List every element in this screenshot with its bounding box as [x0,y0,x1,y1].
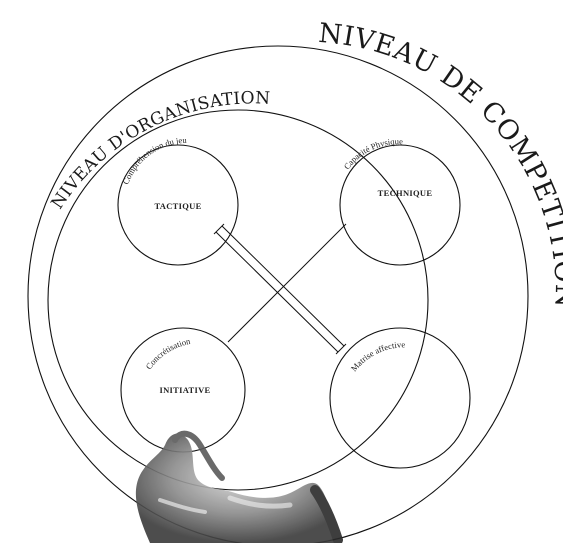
quadrant-tactique: Compréhension du jeu TACTIQUE [117,135,239,266]
tactique-circle [117,144,239,266]
technique-circle [339,144,461,266]
affective-circle [329,327,471,469]
competition-level-circle [27,45,529,543]
double-line-b [221,225,345,347]
technique-name: TECHNIQUE [378,188,433,198]
connector-tactique-affective [213,223,347,355]
connector-initiative-technique [227,223,347,343]
tactique-name: TACTIQUE [154,201,201,211]
affective-arc-label: Matrise affective [349,339,406,373]
double-line-end-bottom [335,343,347,355]
double-line-end-top [213,223,225,235]
initiative-arc-label: Concrétisation [144,336,192,371]
initiative-name: INITIATIVE [159,385,210,395]
double-line-a [215,231,339,353]
hand-photo [135,430,343,543]
quadrant-affective: Matrise affective [329,327,471,469]
organisation-level-circle [47,109,429,491]
